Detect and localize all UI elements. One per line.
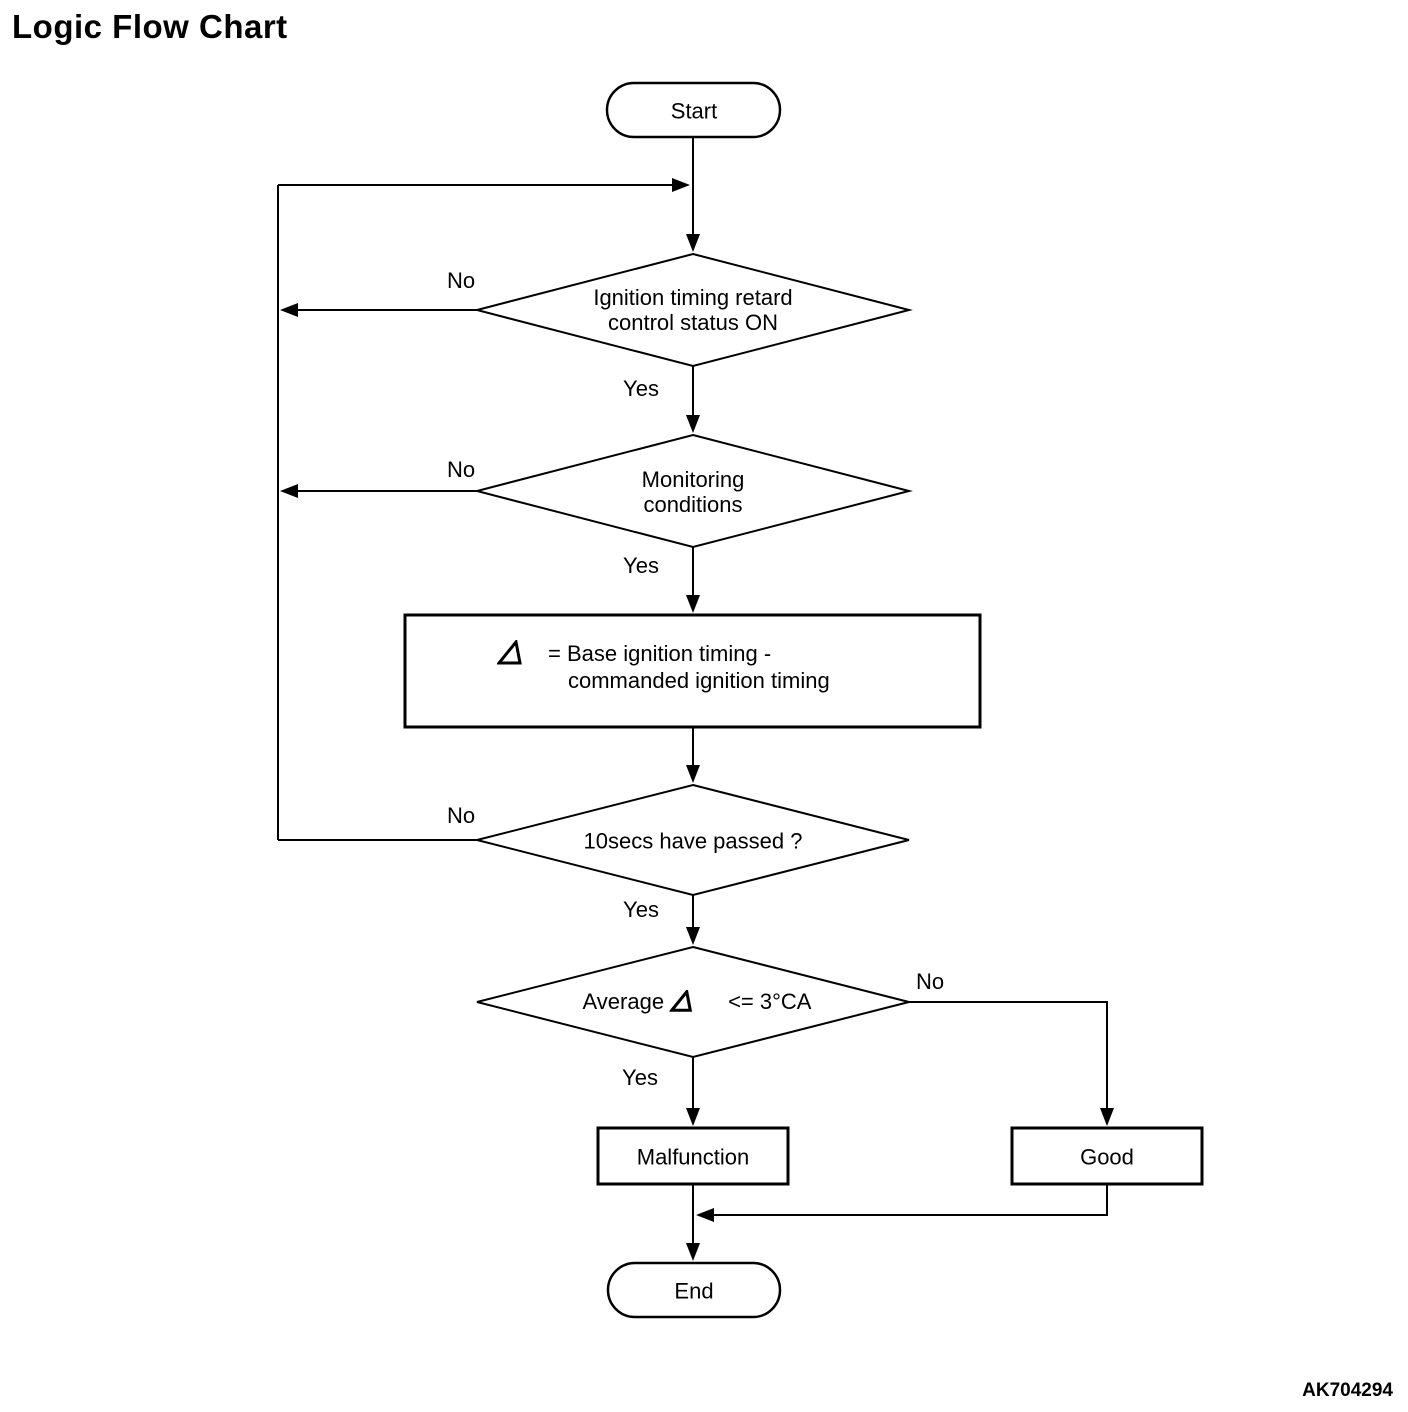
arrowhead-into-end	[686, 1243, 700, 1261]
end-node-label: End	[674, 1278, 714, 1304]
connector-lines	[277, 137, 1108, 1245]
decision-ignition-no-label: No	[446, 268, 476, 293]
decision-monitoring-yes-label: Yes	[623, 553, 659, 578]
arrowhead-loop-merge	[672, 178, 690, 192]
good-node-shape	[1010, 1126, 1204, 1186]
decision-ignition-yes-label: Yes	[623, 376, 659, 401]
start-node-shape	[605, 81, 782, 139]
decision-10secs-shape	[476, 783, 910, 897]
delta-triangle-icon	[497, 640, 522, 665]
decision-monitoring-label: Monitoring conditions	[641, 467, 745, 517]
page-title: Logic Flow Chart	[12, 8, 288, 45]
figure-code: AK704294	[1302, 1380, 1393, 1401]
arrowhead-into-malfunction	[686, 1108, 700, 1126]
decision-10secs-no-label: No	[446, 803, 476, 828]
arrowhead-good-merge	[696, 1208, 714, 1222]
arrowhead-ignition-no	[280, 303, 298, 317]
arrowhead-into-monitoring	[686, 415, 700, 433]
decision-average-yes-label: Yes	[622, 1065, 658, 1090]
decision-ignition-label: Ignition timing retard control status ON	[593, 285, 793, 335]
process-delta-line2: commanded ignition timing	[568, 668, 830, 693]
start-node-label: Start	[670, 98, 718, 124]
arrowhead-into-average	[686, 927, 700, 945]
process-delta-content: = Base ignition timing - commanded ignit…	[497, 640, 830, 694]
malfunction-node-shape	[596, 1126, 790, 1186]
arrowhead-into-10secs	[686, 765, 700, 783]
good-node-label: Good	[1080, 1144, 1134, 1170]
end-node-shape	[606, 1261, 782, 1319]
delta-triangle-icon	[669, 990, 692, 1012]
process-delta-shape	[403, 613, 982, 729]
connector-average-no	[909, 1001, 1108, 1110]
decision-average-label: Average <= 3°CA	[583, 989, 812, 1015]
arrowhead-into-ignition	[686, 234, 700, 252]
decision-monitoring-shape	[473, 433, 913, 549]
decision-average-shape	[476, 945, 910, 1059]
decision-average-suffix: <= 3°CA	[728, 989, 812, 1014]
malfunction-node-label: Malfunction	[636, 1144, 750, 1170]
arrowhead-into-process	[686, 595, 700, 613]
process-delta-line1: = Base ignition timing -	[548, 641, 772, 666]
decision-ignition-shape	[473, 252, 913, 368]
decision-average-prefix: Average	[582, 989, 665, 1014]
process-delta-label: = Base ignition timing - commanded ignit…	[548, 640, 830, 694]
decision-10secs-label: 10secs have passed ?	[583, 828, 803, 854]
connector-good-to-merge	[712, 1184, 1108, 1216]
arrowhead-into-good	[1100, 1108, 1114, 1126]
decision-monitoring-no-label: No	[446, 457, 476, 482]
arrowhead-monitoring-no	[280, 484, 298, 498]
decision-average-no-label: No	[915, 969, 945, 994]
arrowheads	[280, 178, 1114, 1261]
decision-10secs-yes-label: Yes	[623, 897, 659, 922]
